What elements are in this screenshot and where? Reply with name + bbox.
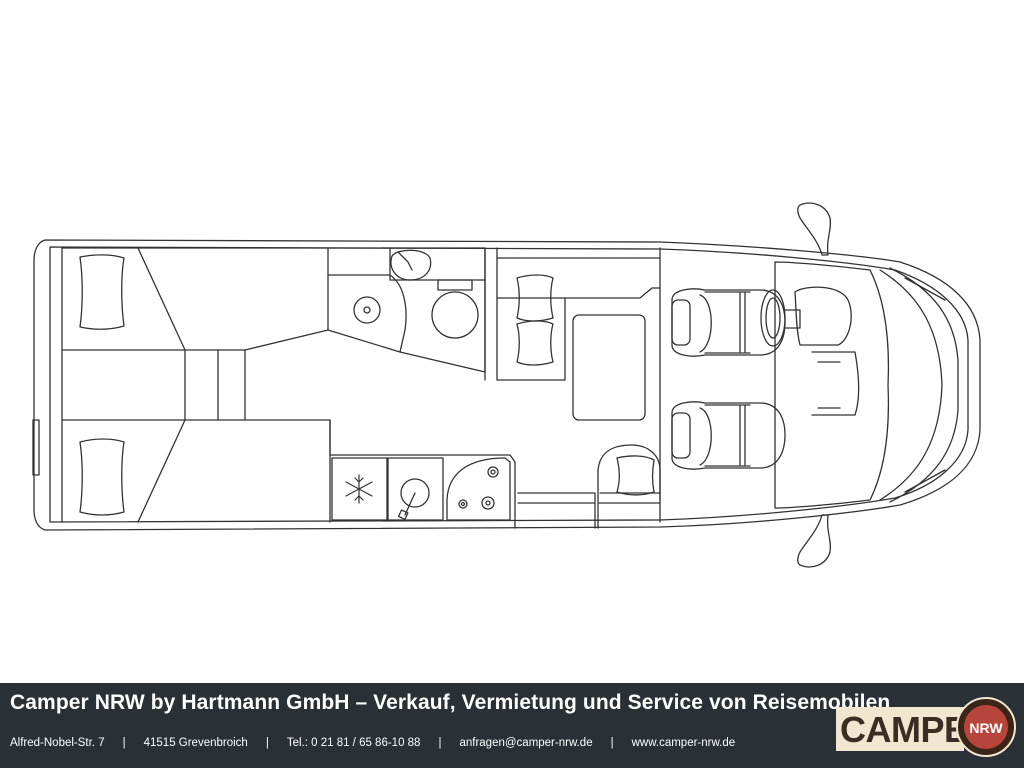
steering-wheel: [760, 289, 801, 347]
website-link[interactable]: www.camper-nrw.de: [631, 737, 736, 749]
dining-table: [572, 314, 646, 421]
rear-bumper: [32, 419, 40, 476]
logo-badge-inner: NRW: [964, 705, 1008, 749]
rear-bed-top: [61, 247, 329, 351]
separator: |: [438, 737, 442, 749]
company-title: Camper NRW by Hartmann GmbH – Verkauf, V…: [10, 691, 891, 714]
logo-badge-text: NRW: [969, 720, 1003, 736]
hob: [446, 457, 511, 521]
sink-unit: [387, 457, 444, 521]
separator: |: [122, 737, 126, 749]
cab-seat-top: [671, 288, 786, 357]
dinette: [516, 274, 661, 421]
snowflake-icon: [345, 474, 373, 504]
mirror-right: [797, 514, 832, 568]
logo-plate: [836, 707, 964, 751]
cushion-3: [616, 455, 655, 496]
city: 41515 Grevenbroich: [143, 737, 248, 749]
wash-basin: [390, 249, 432, 281]
email-link[interactable]: anfragen@camper-nrw.de: [459, 737, 593, 749]
phone: Tel.: 0 21 81 / 65 86-10 88: [286, 737, 421, 749]
separator: |: [610, 737, 614, 749]
toilet: [431, 291, 479, 339]
camper-nrw-logo: CAMPER NRW: [836, 695, 1018, 761]
bathroom: [327, 247, 486, 373]
sink-bowl: [400, 478, 430, 508]
logo-badge: NRW: [956, 697, 1016, 757]
rear-bed-bottom: [61, 419, 331, 523]
pillow-top: [79, 254, 125, 330]
cushion-2: [516, 320, 554, 366]
mirror-left: [797, 202, 832, 256]
pillow-bottom: [79, 438, 125, 516]
contact-line: Alfred-Nobel-Str. 7 | 41515 Grevenbroich…: [10, 737, 735, 749]
kitchen: [329, 419, 661, 529]
dashboard: [774, 261, 959, 509]
cushion-1: [516, 274, 554, 322]
shower-drain: [353, 296, 381, 324]
fridge: [331, 457, 388, 521]
separator: |: [265, 737, 269, 749]
address: Alfred-Nobel-Str. 7: [10, 737, 105, 749]
side-seat: [597, 444, 661, 529]
vehicle-outline: [33, 239, 981, 531]
floor-plan: [32, 202, 981, 568]
vehicle-inner-outline: [49, 246, 969, 523]
cab-seat-bottom: [671, 401, 786, 470]
